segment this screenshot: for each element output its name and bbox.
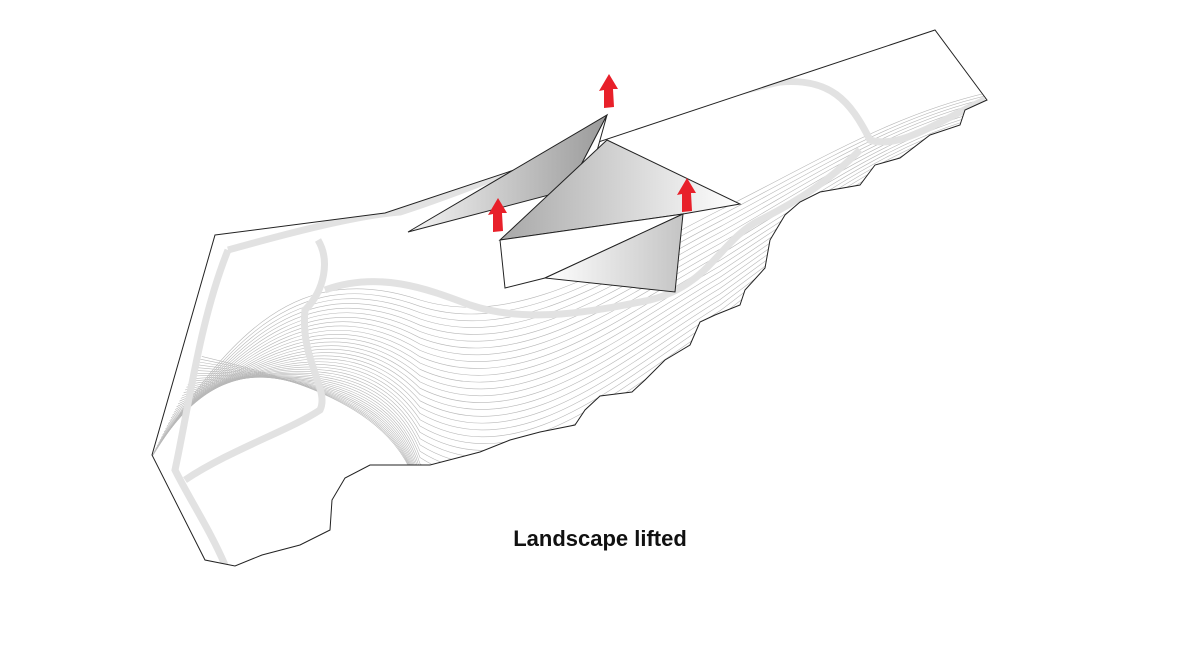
contour-line <box>156 103 987 447</box>
contour-line <box>162 114 987 436</box>
contour-line <box>165 120 987 430</box>
contour-line <box>152 95 987 455</box>
up-arrow-icon <box>488 198 507 232</box>
contour-line <box>163 117 987 433</box>
contour-line <box>158 106 987 444</box>
lifted-planes <box>407 113 742 293</box>
lift-arrows <box>488 74 696 232</box>
contour-line <box>152 92 987 458</box>
site-outline <box>151 29 988 567</box>
road <box>183 238 328 483</box>
road <box>323 147 863 319</box>
up-arrow-icon <box>599 74 618 108</box>
contour-line <box>159 109 987 441</box>
contour-line <box>152 89 987 461</box>
contour-line <box>160 112 987 438</box>
caption: Landscape lifted <box>513 526 687 551</box>
road <box>171 248 232 566</box>
lifted-plane-3 <box>543 213 684 293</box>
up-arrow-icon <box>677 178 696 212</box>
